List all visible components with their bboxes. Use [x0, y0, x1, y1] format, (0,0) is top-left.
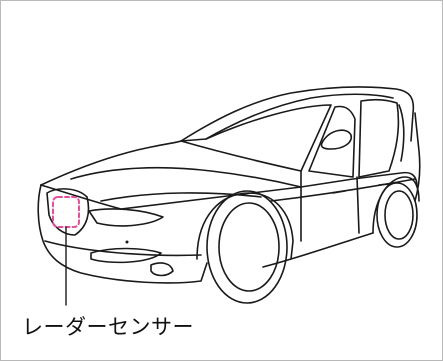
radar-sensor-label: レーダーセンサー: [22, 315, 194, 339]
car-rear-end: [414, 112, 421, 202]
car-hood-front-edge: [40, 140, 182, 186]
car-hood-crease: [70, 166, 302, 188]
car-door-handle-1: [332, 190, 346, 194]
car-front-side-window: [308, 105, 356, 178]
car-lower-intake: [90, 247, 162, 264]
car-hood-side: [40, 184, 302, 210]
car-rear-side-window: [358, 98, 400, 178]
car-front-tire: [206, 190, 288, 304]
car-rear-rim: [384, 190, 414, 240]
car-bumper-line: [44, 240, 202, 257]
car-rear-tire: [376, 182, 418, 248]
car-door-handle-2: [378, 183, 390, 186]
car-roof-inner: [205, 93, 394, 140]
car-roofline: [180, 86, 415, 142]
car-rear-wheel-arch: [372, 176, 420, 234]
car-rocker: [262, 232, 374, 268]
car-body-side-top: [300, 171, 418, 188]
car-door-line-2: [356, 176, 360, 234]
car-emblem-dot: [125, 240, 129, 244]
car-front-fascia: [37, 184, 208, 284]
car-headlight: [88, 208, 164, 227]
radar-sensor-highlight: [52, 196, 80, 228]
car-side-character-line: [270, 178, 416, 202]
car-front-wheel-arch: [196, 192, 294, 260]
car-hood-crease-2: [100, 192, 262, 202]
car-rear-pillar: [398, 104, 405, 162]
car-fog-light: [150, 262, 174, 277]
car-windshield: [180, 104, 332, 172]
car-grille-outline: [46, 188, 90, 236]
car-front-rim: [218, 202, 280, 292]
car-side-mirror: [320, 129, 353, 150]
